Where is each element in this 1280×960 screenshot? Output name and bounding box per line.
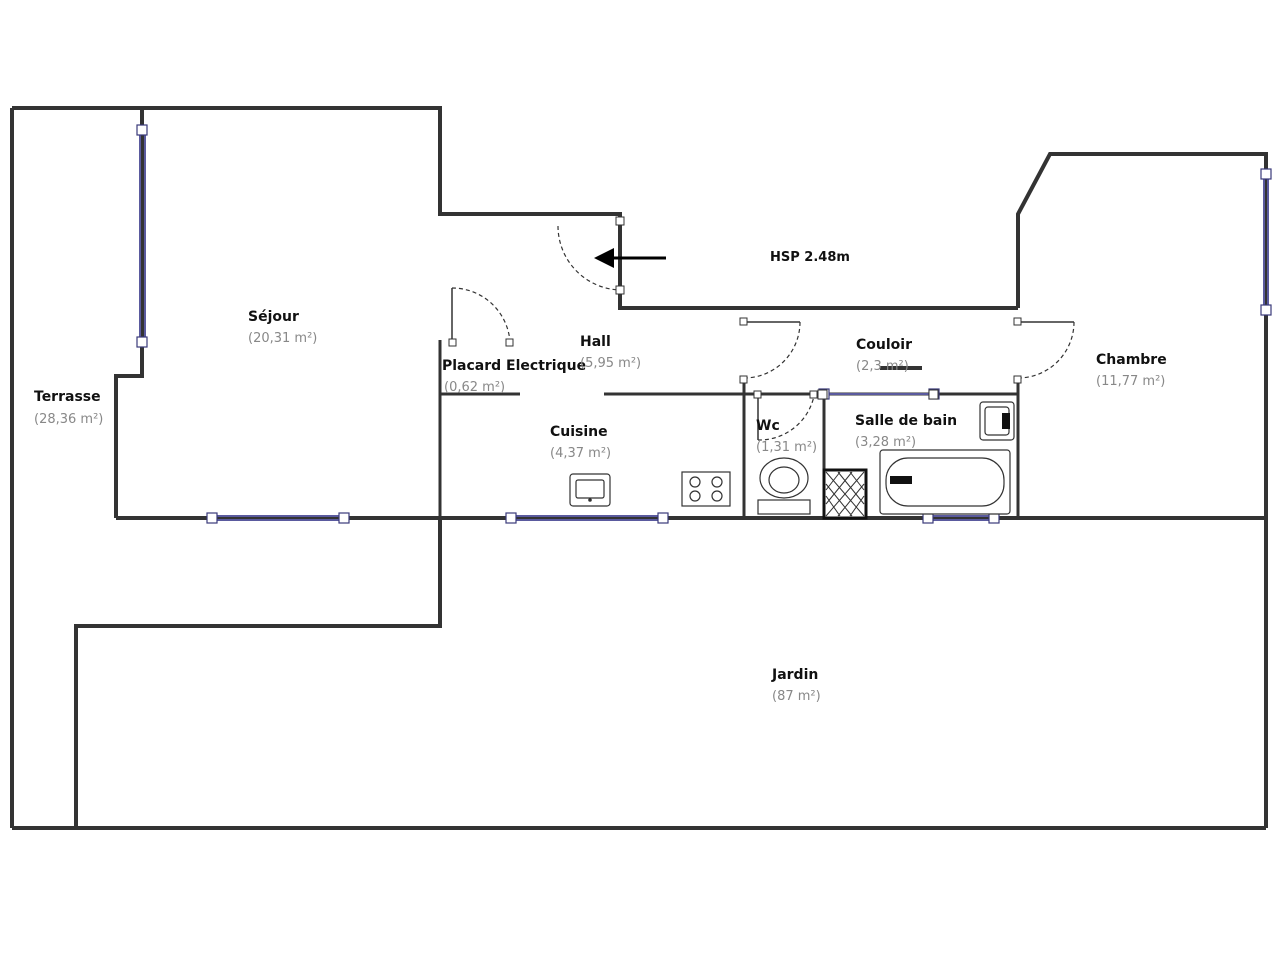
room-area-salle-de-bain: (3,28 m²) bbox=[855, 435, 916, 450]
room-area-sejour: (20,31 m²) bbox=[248, 331, 317, 346]
room-area-placard: (0,62 m²) bbox=[444, 380, 505, 395]
fixtures bbox=[569, 401, 1015, 520]
room-area-wc: (1,31 m²) bbox=[756, 440, 817, 455]
room-name-jardin: Jardin bbox=[771, 667, 818, 683]
room-name-cuisine: Cuisine bbox=[550, 424, 608, 440]
shower-tray-icon bbox=[822, 468, 868, 520]
room-name-salle-de-bain: Salle de bain bbox=[855, 413, 957, 429]
wall-sejour-left bbox=[114, 108, 144, 518]
kitchen-sink-icon bbox=[569, 473, 611, 507]
bathroom-sink-icon bbox=[979, 401, 1015, 441]
window-sejour-west bbox=[136, 124, 148, 348]
room-name-wc: Wc bbox=[756, 418, 780, 434]
room-name-hall: Hall bbox=[580, 334, 611, 350]
bathtub-icon bbox=[879, 449, 1011, 515]
room-name-couloir: Couloir bbox=[856, 337, 912, 353]
door-entrance bbox=[557, 216, 625, 295]
room-area-chambre: (11,77 m²) bbox=[1096, 374, 1165, 389]
room-area-cuisine: (4,37 m²) bbox=[550, 446, 611, 461]
wall-placard bbox=[438, 392, 520, 518]
exterior-walls bbox=[10, 106, 1268, 830]
wall-chambre bbox=[1016, 152, 1268, 828]
door-wc-inner bbox=[753, 390, 818, 441]
door-wc bbox=[739, 317, 801, 384]
room-name-sejour: Séjour bbox=[248, 309, 299, 325]
room-name-placard: Placard Electrique bbox=[442, 358, 586, 374]
door-sdb bbox=[817, 389, 939, 400]
window-sejour-south bbox=[206, 512, 350, 524]
door-chambre bbox=[1013, 317, 1075, 384]
toilet-icon bbox=[757, 457, 811, 515]
windows bbox=[136, 124, 1272, 524]
room-area-hall: (5,95 m²) bbox=[580, 356, 641, 371]
room-labels: HSP 2.48m Séjour (20,31 m²) Terrasse (28… bbox=[34, 250, 1167, 704]
wall-top-left bbox=[12, 106, 1018, 310]
room-area-terrasse: (28,36 m²) bbox=[34, 412, 103, 427]
cooktop-icon bbox=[681, 471, 731, 507]
room-area-couloir: (2,3 m²) bbox=[856, 359, 909, 374]
ceiling-height-label: HSP 2.48m bbox=[770, 250, 850, 265]
window-chambre-east bbox=[1260, 168, 1272, 316]
wall-terrasse bbox=[74, 518, 442, 828]
room-name-chambre: Chambre bbox=[1096, 352, 1167, 368]
room-name-terrasse: Terrasse bbox=[34, 389, 101, 405]
window-cuisine-south bbox=[505, 512, 669, 524]
entrance-arrow-icon bbox=[594, 248, 666, 268]
window-couloir bbox=[818, 388, 940, 400]
doors bbox=[448, 216, 1075, 441]
door-placard bbox=[448, 287, 514, 347]
room-area-jardin: (87 m²) bbox=[772, 689, 821, 704]
